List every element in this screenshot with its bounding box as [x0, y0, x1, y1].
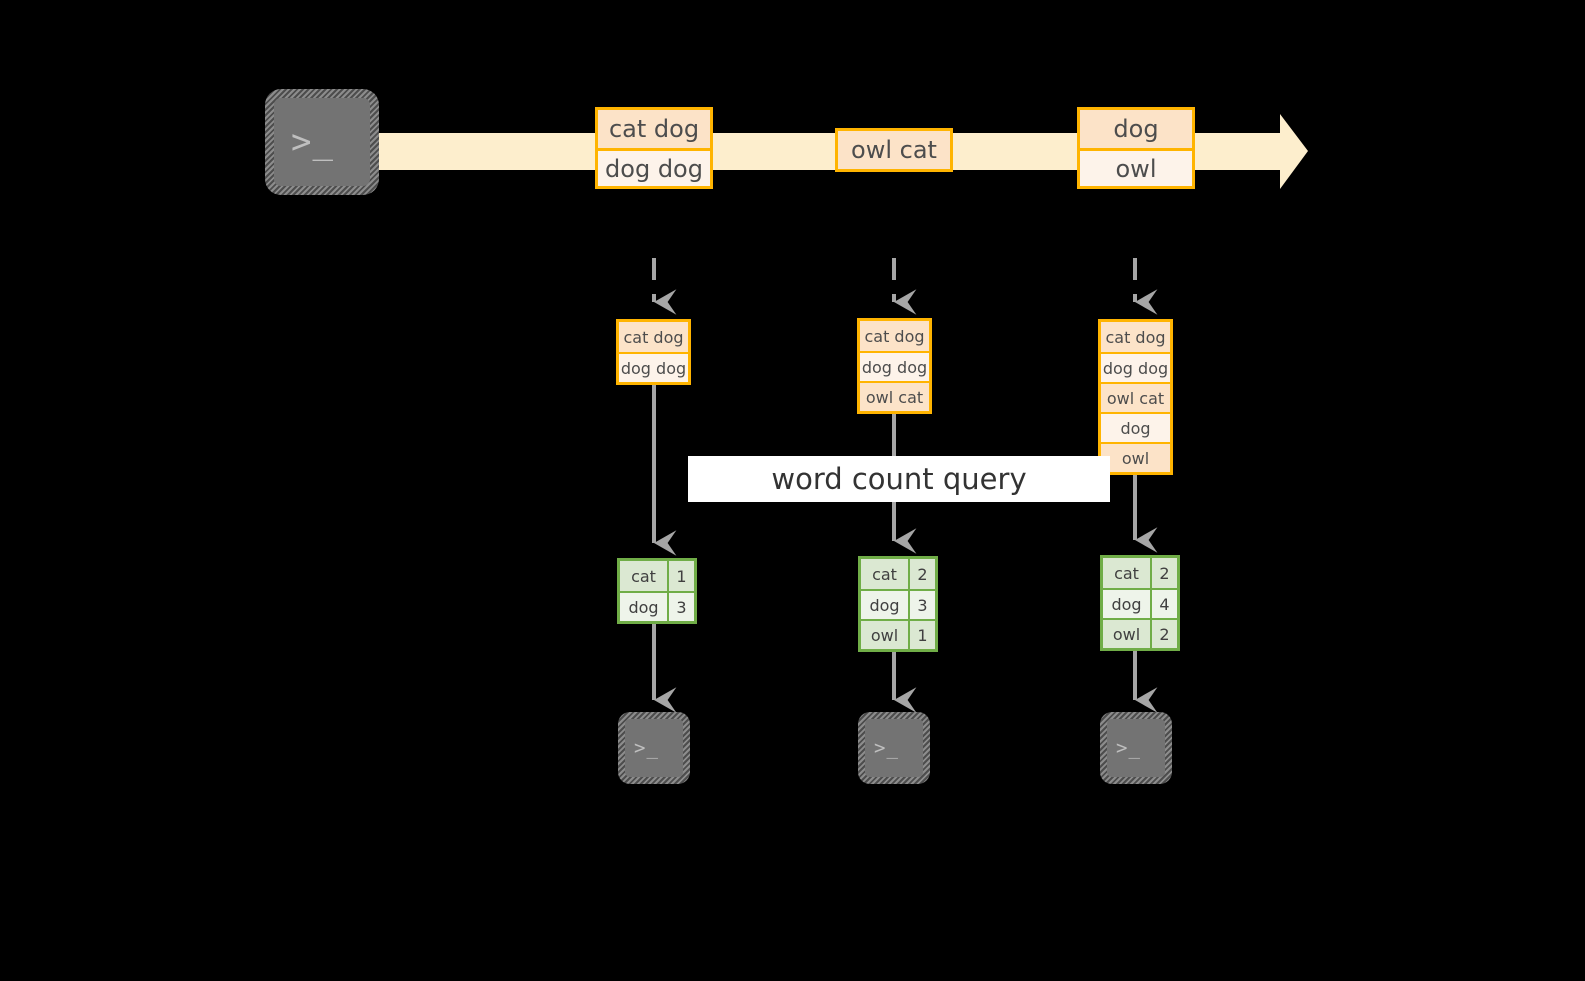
table-row: cat 2: [861, 559, 935, 589]
stack-line: cat dog: [1101, 322, 1170, 352]
record-line: cat dog: [598, 110, 710, 148]
table-row: dog 3: [620, 591, 694, 621]
result-table-3: cat 2 dog 4 owl 2: [1100, 555, 1180, 651]
result-count: 2: [1150, 558, 1177, 588]
result-count: 1: [667, 561, 694, 591]
terminal-prompt-glyph: >_: [634, 737, 659, 759]
result-count: 3: [908, 591, 935, 619]
result-count: 1: [908, 621, 935, 649]
sink-terminal-icon-2: >_: [858, 712, 930, 784]
table-row: cat 2: [1103, 558, 1177, 588]
result-word: cat: [1103, 558, 1150, 588]
stack-line: cat dog: [619, 322, 688, 352]
result-count: 2: [908, 559, 935, 589]
sink-terminal-icon-3: >_: [1100, 712, 1172, 784]
sink-terminal-icon-1: >_: [618, 712, 690, 784]
terminal-prompt-glyph: >_: [291, 122, 334, 162]
table-row: cat 1: [620, 561, 694, 591]
stack-line: owl cat: [860, 381, 929, 411]
record-line: owl: [1080, 148, 1192, 186]
record-line: dog: [1080, 110, 1192, 148]
table-row: owl 2: [1103, 618, 1177, 648]
result-table-1: cat 1 dog 3: [617, 558, 697, 624]
table-row: dog 3: [861, 589, 935, 619]
terminal-prompt-glyph: >_: [1116, 737, 1141, 759]
result-word: owl: [1103, 620, 1150, 648]
result-table-2: cat 2 dog 3 owl 1: [858, 556, 938, 652]
stream-record-1: cat dog dog dog: [595, 107, 713, 189]
result-word: dog: [1103, 590, 1150, 618]
query-label-text: word count query: [771, 462, 1027, 496]
stream-arrowhead-icon: [1248, 114, 1308, 189]
stream-record-2: owl cat: [835, 128, 953, 172]
result-word: cat: [620, 561, 667, 591]
result-word: dog: [620, 593, 667, 621]
result-word: owl: [861, 621, 908, 649]
stack-line: owl cat: [1101, 382, 1170, 412]
result-count: 3: [667, 593, 694, 621]
accumulated-stack-1: cat dog dog dog: [616, 319, 691, 385]
record-line: owl cat: [838, 131, 950, 169]
record-line: dog dog: [598, 148, 710, 186]
stack-line: dog dog: [860, 351, 929, 381]
stack-line: dog: [1101, 412, 1170, 442]
stream-record-3: dog owl: [1077, 107, 1195, 189]
table-row: dog 4: [1103, 588, 1177, 618]
stack-line: dog dog: [1101, 352, 1170, 382]
query-label-band: word count query: [688, 456, 1110, 502]
terminal-prompt-glyph: >_: [874, 737, 899, 759]
stack-line: owl: [1101, 442, 1170, 472]
table-row: owl 1: [861, 619, 935, 649]
stack-line: cat dog: [860, 321, 929, 351]
result-count: 4: [1150, 590, 1177, 618]
accumulated-stack-3: cat dog dog dog owl cat dog owl: [1098, 319, 1173, 475]
stack-line: dog dog: [619, 352, 688, 382]
accumulated-stack-2: cat dog dog dog owl cat: [857, 318, 932, 414]
result-count: 2: [1150, 620, 1177, 648]
result-word: cat: [861, 559, 908, 589]
result-word: dog: [861, 591, 908, 619]
source-terminal-icon: >_: [265, 89, 379, 195]
